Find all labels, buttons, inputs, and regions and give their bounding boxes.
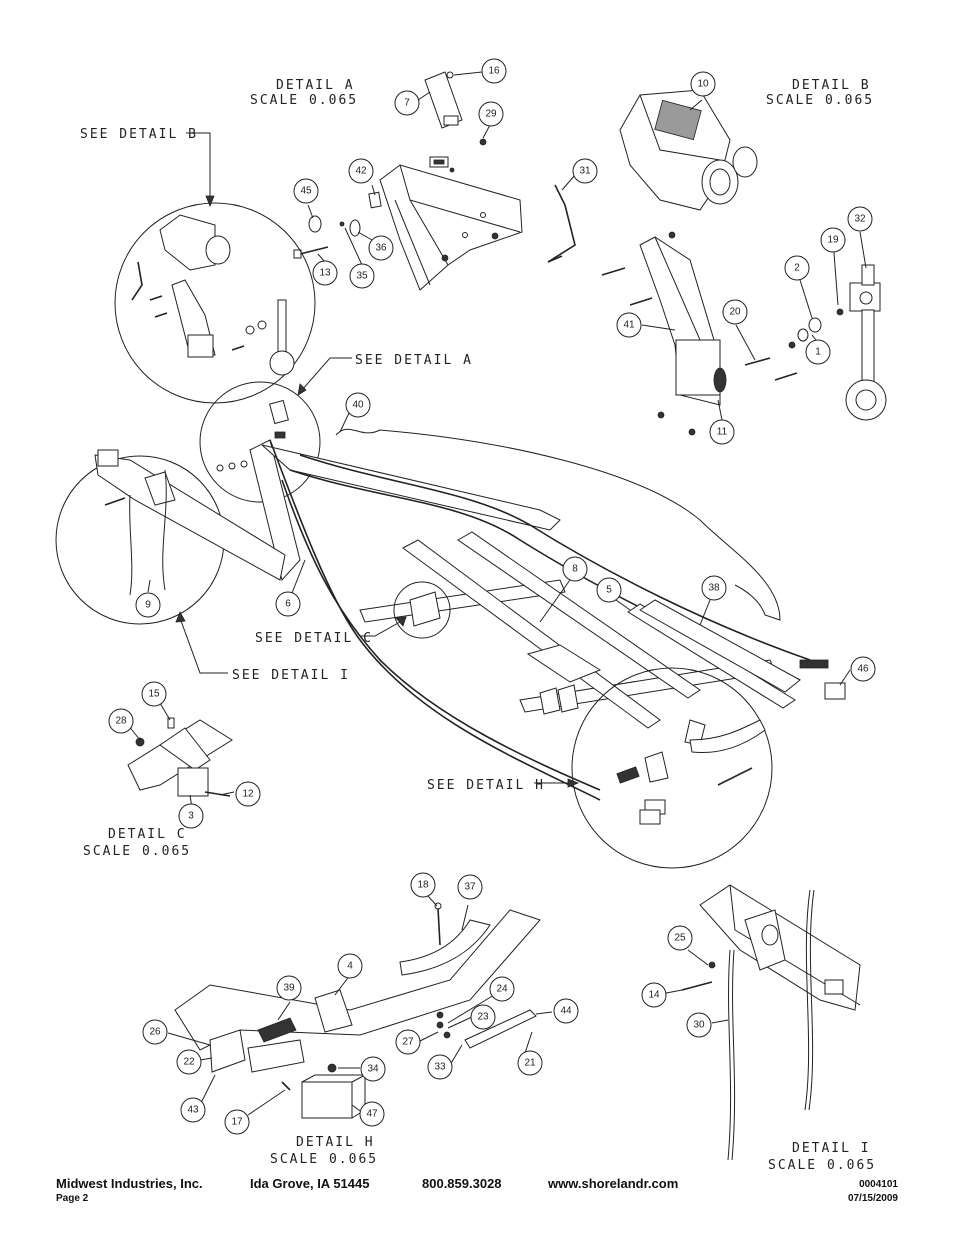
callout-44: 44	[560, 1006, 572, 1017]
callout-bubbles: 1 2 3 4 5 6 7 8 9 10 11 12 13 14 15 16 1…	[108, 58, 876, 1135]
detail-a-drawing: DETAIL A SCALE 0.065	[250, 71, 523, 291]
callout-24: 24	[496, 984, 508, 995]
callout-25: 25	[674, 933, 686, 944]
see-detail-callouts: SEE DETAIL B SEE DETAIL A SEE DETAIL C S…	[80, 127, 580, 793]
callout-10: 10	[697, 79, 709, 90]
callout-19: 19	[827, 235, 839, 246]
see-detail-i-label: SEE DETAIL I	[232, 668, 350, 683]
callout-27: 27	[402, 1037, 414, 1048]
callout-31: 31	[579, 166, 591, 177]
footer-company: Midwest Industries, Inc.	[56, 1176, 203, 1191]
callout-41: 41	[623, 320, 635, 331]
callout-35: 35	[356, 271, 368, 282]
callout-14: 14	[648, 990, 660, 1001]
magnified-circle-i	[55, 449, 286, 625]
callout-6: 6	[285, 599, 291, 610]
detail-h-scale: SCALE 0.065	[270, 1152, 378, 1167]
detail-b-title: DETAIL B	[792, 78, 871, 93]
callout-11: 11	[717, 427, 728, 438]
see-detail-c-label: SEE DETAIL C	[255, 631, 373, 646]
callout-37: 37	[464, 882, 476, 893]
callout-17: 17	[231, 1117, 243, 1128]
callout-8: 8	[572, 564, 578, 575]
callout-13: 13	[319, 268, 331, 279]
callout-34: 34	[367, 1064, 379, 1075]
magnified-circle-h	[571, 667, 773, 869]
callout-4: 4	[347, 961, 353, 972]
callout-5: 5	[606, 585, 612, 596]
footer-website: www.shorelandr.com	[548, 1176, 679, 1191]
detail-h-title: DETAIL H	[296, 1135, 375, 1150]
detail-i-title: DETAIL I	[792, 1141, 871, 1156]
trailer-frame	[249, 428, 846, 801]
callout-1: 1	[815, 347, 821, 358]
callout-47: 47	[366, 1109, 378, 1120]
callout-3: 3	[188, 811, 194, 822]
detail-i-drawing: DETAIL I SCALE 0.065	[681, 884, 876, 1173]
detail-a-scale: SCALE 0.065	[250, 93, 358, 108]
detail-c-drawing: DETAIL C SCALE 0.065	[83, 717, 233, 859]
detail-b-drawing: DETAIL B SCALE 0.065	[547, 78, 887, 436]
callout-29: 29	[485, 109, 497, 120]
callout-23: 23	[477, 1012, 489, 1023]
callout-32: 32	[854, 214, 866, 225]
detail-c-scale: SCALE 0.065	[83, 844, 191, 859]
callout-9: 9	[145, 600, 151, 611]
footer-date: 07/15/2009	[847, 1193, 898, 1204]
magnified-circle-a	[199, 381, 321, 503]
footer-doc-number: 0004101	[859, 1179, 898, 1190]
magnified-circle-c	[393, 581, 451, 639]
callout-36: 36	[375, 243, 387, 254]
footer-location: Ida Grove, IA 51445	[250, 1176, 370, 1191]
callout-16: 16	[488, 66, 500, 77]
detail-c-title: DETAIL C	[108, 827, 187, 842]
detail-i-scale: SCALE 0.065	[768, 1158, 876, 1173]
callout-45: 45	[300, 186, 312, 197]
detail-a-title: DETAIL A	[276, 78, 355, 93]
callout-2: 2	[794, 263, 800, 274]
callout-28: 28	[115, 716, 127, 727]
see-detail-b-label: SEE DETAIL B	[80, 127, 198, 142]
callout-18: 18	[417, 880, 429, 891]
callout-39: 39	[283, 983, 295, 994]
callout-22: 22	[183, 1057, 195, 1068]
callout-7: 7	[404, 98, 410, 109]
callout-20: 20	[729, 307, 741, 318]
callout-40: 40	[352, 400, 364, 411]
callout-42: 42	[355, 166, 367, 177]
magnified-circle-b	[114, 202, 316, 404]
callout-12: 12	[242, 789, 254, 800]
see-detail-h-label: SEE DETAIL H	[427, 778, 545, 793]
footer-page-number: Page 2	[56, 1193, 89, 1204]
callout-15: 15	[148, 689, 160, 700]
footer-phone: 800.859.3028	[422, 1176, 502, 1191]
callout-46: 46	[857, 664, 869, 675]
callout-43: 43	[187, 1105, 199, 1116]
callout-30: 30	[693, 1020, 705, 1031]
callout-33: 33	[434, 1062, 446, 1073]
callout-26: 26	[149, 1027, 161, 1038]
see-detail-a-label: SEE DETAIL A	[355, 353, 473, 368]
callout-21: 21	[524, 1058, 536, 1069]
callout-38: 38	[708, 583, 720, 594]
detail-b-scale: SCALE 0.065	[766, 93, 874, 108]
